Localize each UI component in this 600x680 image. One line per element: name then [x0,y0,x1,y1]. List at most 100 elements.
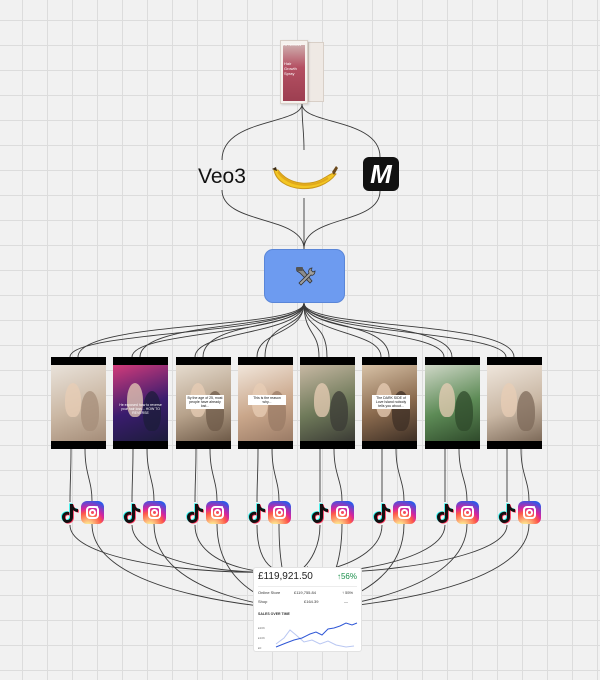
social-platforms [373,501,417,525]
connector-line [302,524,383,573]
connector-line [194,302,305,358]
instagram-icon[interactable] [81,501,104,524]
person-figure [501,383,517,417]
connector-line [303,302,382,358]
video-thumbnail[interactable]: By the age of 25, most people have alrea… [176,357,231,449]
video-thumbnail[interactable] [487,357,542,449]
connector-line [194,524,309,573]
connector-line [139,302,305,358]
person-figure [455,391,473,431]
product-box-side [308,42,324,102]
row-value: £119,755.84 [294,590,316,595]
person-figure [330,391,348,431]
sales-ytick: £0 [258,646,262,650]
video-caption: The DARK SIDE of Love Island nobody tell… [372,395,410,409]
tools-hub-node[interactable] [264,249,345,303]
connector-line [303,302,453,358]
instagram-icon[interactable] [268,501,291,524]
connector-line [333,448,343,502]
social-platforms [498,501,542,525]
product-box: PHYSICIANS Hair Growth Spray [280,40,324,104]
connector-line [305,524,508,573]
connector-line [77,302,305,358]
banana-icon [272,166,338,189]
connector-line [304,524,446,573]
connector-line [209,448,218,502]
connector-line [256,448,259,503]
connector-line [256,524,309,573]
product-box-front: PHYSICIANS Hair Growth Spray [280,40,308,104]
connector-line [303,190,381,250]
connector-line [301,103,305,151]
product-name: Hair Growth Spray [284,61,297,76]
person-figure [439,383,455,417]
instagram-icon[interactable] [331,501,354,524]
connector-line [69,302,305,358]
sales-ytick: £10K [258,636,266,640]
connector-line [301,103,381,158]
connector-line [221,189,305,250]
video-thumbnail[interactable] [425,357,480,449]
video-thumbnail[interactable] [51,357,106,449]
connector-line [458,448,468,502]
connector-line [256,302,305,358]
person-figure [143,391,161,431]
video-thumbnail[interactable]: He exposed how to reverse your hair loss… [113,357,168,449]
tiktok-icon[interactable] [311,502,329,524]
connector-line [271,448,280,502]
social-platforms [123,501,167,525]
social-platforms [248,501,292,525]
video-caption: He exposed how to reverse your hair loss… [119,403,162,415]
row-label: Shop [258,599,268,604]
hammer-wrench-icon [295,267,315,286]
instagram-icon[interactable] [456,501,479,524]
instagram-icon[interactable] [206,501,229,524]
tiktok-icon[interactable] [123,502,141,524]
veo3-label: Veo3 [198,165,246,188]
row-value: £164.39 [304,599,319,604]
connector-line [194,448,197,503]
sales-ytick: £20K [258,626,266,630]
product-label-band [283,45,305,101]
connector-line [131,448,134,503]
tiktok-icon[interactable] [61,502,79,524]
video-caption: By the age of 25, most people have alrea… [186,395,224,409]
video-thumbnail[interactable]: This is the reason why... [238,357,293,449]
card-divider [258,586,357,587]
row-change: ↑ 55% [342,590,354,595]
person-figure [314,383,330,417]
connector-line [297,524,321,573]
connector-line [69,448,72,503]
connector-line [303,302,320,358]
instagram-icon[interactable] [518,501,541,524]
tiktok-icon[interactable] [373,502,391,524]
connector-line [84,448,93,502]
connector-line [303,302,507,358]
connector-line [221,103,303,161]
video-caption: This is the reason why... [248,395,286,405]
connector-line [69,524,309,573]
social-platforms [311,501,355,525]
person-figure [127,383,143,417]
sales-summary-card: £119,921.50 ↑56% Online Store £119,755.8… [253,567,362,652]
connector-line [395,448,405,502]
tiktok-icon[interactable] [186,502,204,524]
tiktok-icon[interactable] [436,502,454,524]
tiktok-icon[interactable] [248,502,266,524]
social-platforms [436,501,480,525]
tiktok-icon[interactable] [498,502,516,524]
instagram-icon[interactable] [143,501,166,524]
sales-chart-title: SALES OVER TIME [258,612,290,616]
person-figure [517,391,535,431]
instagram-icon[interactable] [393,501,416,524]
social-platforms [186,501,230,525]
row-label: Online Store [258,590,281,595]
connector-line [520,448,530,502]
social-platforms [61,501,105,525]
connector-line [303,302,515,358]
sales-total: £119,921.50 [258,571,313,582]
row-change: — [344,599,348,604]
video-thumbnail[interactable]: The DARK SIDE of Love Island nobody tell… [362,357,417,449]
product-brand: PHYSICIANS [283,43,302,47]
video-thumbnail[interactable] [300,357,355,449]
